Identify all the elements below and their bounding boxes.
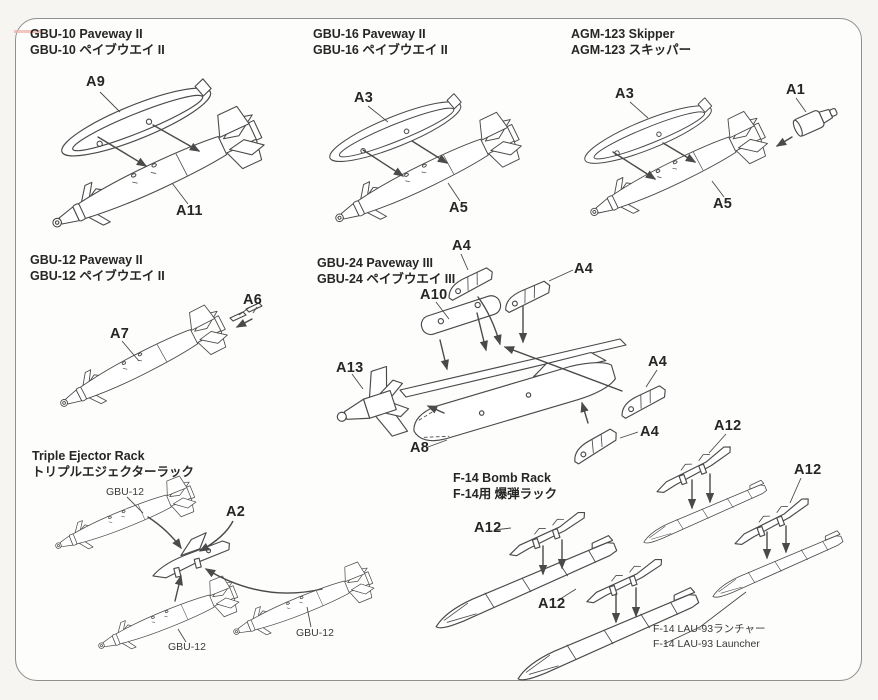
ter-rack-part: [152, 532, 230, 579]
part-label-a6: A6: [243, 292, 263, 308]
part-label-a13: A13: [336, 360, 364, 376]
gbu24-body-part: [413, 351, 616, 442]
title-en: GBU-16 Paveway II: [313, 27, 426, 41]
title-jp: GBU-12 ペイブウエイ II: [30, 269, 165, 283]
ter-assembly-drawing: [48, 473, 379, 665]
title-jp: GBU-16 ペイブウエイ II: [313, 43, 448, 57]
title-jp: GBU-10 ペイブウエイ II: [30, 43, 165, 57]
part-label-a4-2: A4: [574, 261, 594, 277]
part-label-a10: A10: [420, 287, 448, 303]
title-en: GBU-12 Paveway II: [30, 253, 143, 267]
part-label-a11: A11: [176, 203, 203, 219]
gbu24-strake-part: [420, 295, 502, 336]
section-title-ter: Triple Ejector Rack トリプルエジェクターラック: [32, 448, 194, 480]
part-label-a12-3: A12: [474, 520, 502, 536]
gbu24-assembly-drawing: [336, 266, 670, 466]
section-title-gbu16: GBU-16 Paveway II GBU-16 ペイブウエイ II: [313, 26, 448, 58]
title-jp: トリプルエジェクターラック: [32, 465, 195, 479]
scan-artifact-mark: [14, 30, 42, 33]
gbu24-nose-part: [336, 365, 410, 437]
title-jp: F-14用 爆弾ラック: [453, 487, 558, 501]
part-label-a4-1: A4: [452, 238, 472, 254]
part-label-a2: A2: [226, 504, 246, 520]
title-jp: GBU-24 ペイブウエイ III: [317, 272, 456, 286]
bomb-label-gbu12-right: GBU-12: [296, 627, 334, 639]
label-leader-lines: [99, 91, 807, 645]
part-label-a9: A9: [86, 74, 106, 90]
part-label-a8: A8: [410, 440, 430, 456]
section-title-gbu12: GBU-12 Paveway II GBU-12 ペイブウエイ II: [30, 252, 165, 284]
bomb-label-gbu12-top: GBU-12: [106, 486, 144, 498]
title-en: F-14 Bomb Rack: [453, 471, 551, 485]
title-en: GBU-24 Paveway III: [317, 256, 434, 270]
part-label-a4-4: A4: [640, 424, 660, 440]
section-title-gbu10: GBU-10 Paveway II GBU-10 ペイブウエイ II: [30, 26, 165, 58]
skipper-assembly-drawing: [579, 94, 838, 237]
title-en: Triple Ejector Rack: [32, 449, 145, 463]
caption-lau93: F-14 LAU-93ランチャー F-14 LAU-93 Launcher: [653, 622, 766, 651]
title-jp: AGM-123 スキッパー: [571, 43, 692, 57]
bomb-label-gbu12-bottom: GBU-12: [168, 641, 206, 653]
part-label-a5-gbu16: A5: [449, 200, 469, 216]
title-en: AGM-123 Skipper: [571, 27, 675, 41]
part-label-a4-3: A4: [648, 354, 668, 370]
part-label-a3-skipper: A3: [615, 86, 635, 102]
part-label-a12-4: A12: [538, 596, 566, 612]
rocket-motor-part: [792, 107, 838, 137]
part-label-a12-1: A12: [714, 418, 742, 434]
gbu12-assembly-drawing: [49, 300, 263, 426]
gbu16-assembly-drawing: [323, 90, 529, 244]
part-label-a1: A1: [786, 82, 806, 98]
gbu10-assembly-drawing: [40, 74, 272, 252]
f14-rack-assembly-drawing: [428, 444, 846, 685]
section-title-f14rack: F-14 Bomb Rack F-14用 爆弾ラック: [453, 470, 557, 502]
title-en: GBU-10 Paveway II: [30, 27, 143, 41]
part-label-a3-gbu16: A3: [354, 90, 374, 106]
section-title-gbu24: GBU-24 Paveway III GBU-24 ペイブウエイ III: [317, 255, 455, 287]
part-label-a7: A7: [110, 326, 130, 342]
caption-jp: F-14 LAU-93ランチャー: [653, 623, 766, 635]
part-label-a5-skipper: A5: [713, 196, 733, 212]
section-title-skipper: AGM-123 Skipper AGM-123 スキッパー: [571, 26, 691, 58]
part-label-a12-2: A12: [794, 462, 822, 478]
caption-en: F-14 LAU-93 Launcher: [653, 637, 760, 650]
